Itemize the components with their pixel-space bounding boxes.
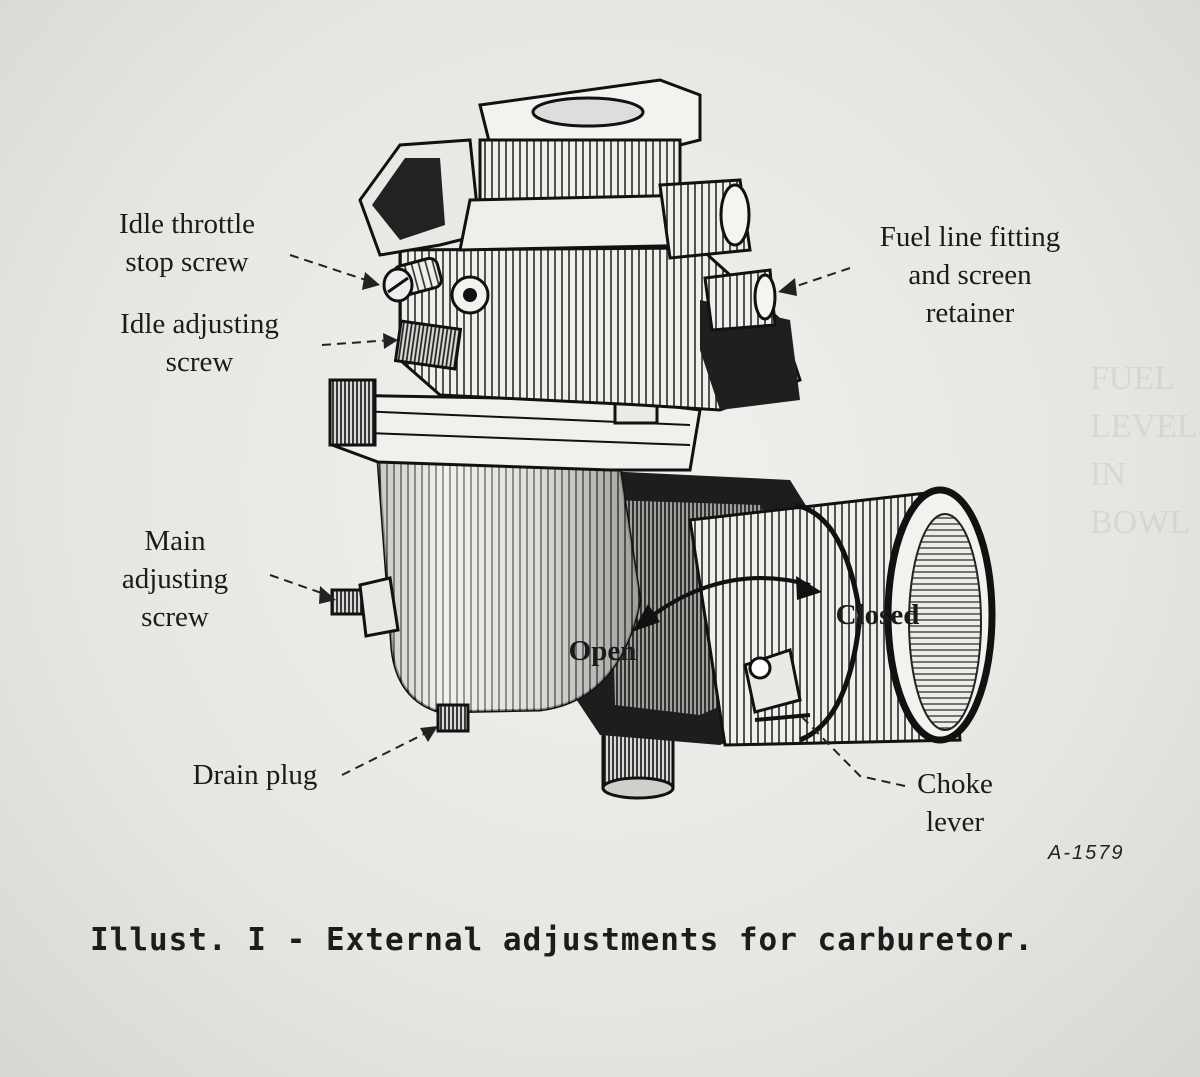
label-open: Open bbox=[568, 635, 637, 667]
fuel-fitting-part bbox=[658, 178, 777, 332]
figure-code: A-1579 bbox=[1048, 842, 1125, 864]
label-fuel-line-fitting: Fuel line fitting and screen retainer bbox=[879, 221, 1061, 329]
choke-travel-arrow bbox=[632, 576, 822, 632]
drain-plug-part bbox=[436, 703, 470, 733]
choke-lever-part bbox=[743, 648, 811, 722]
figure-caption: Illust. I - External adjustments for car… bbox=[90, 922, 1034, 958]
label-idle-adjusting-screw: Idle adjusting screw bbox=[120, 308, 279, 378]
main-adjusting-screw-part bbox=[330, 576, 400, 638]
label-closed: Closed bbox=[835, 599, 920, 631]
label-drain-plug: Drain plug bbox=[192, 759, 318, 791]
idle-stop-screw-part bbox=[382, 256, 443, 303]
label-choke-lever: Choke lever bbox=[917, 768, 993, 838]
label-main-adjusting-screw: Main adjusting screw bbox=[121, 525, 229, 633]
idle-adjusting-screw-part bbox=[393, 275, 490, 371]
leader-arrowheads bbox=[319, 272, 797, 742]
label-idle-throttle-stop-screw: Idle throttle stop screw bbox=[118, 208, 256, 278]
